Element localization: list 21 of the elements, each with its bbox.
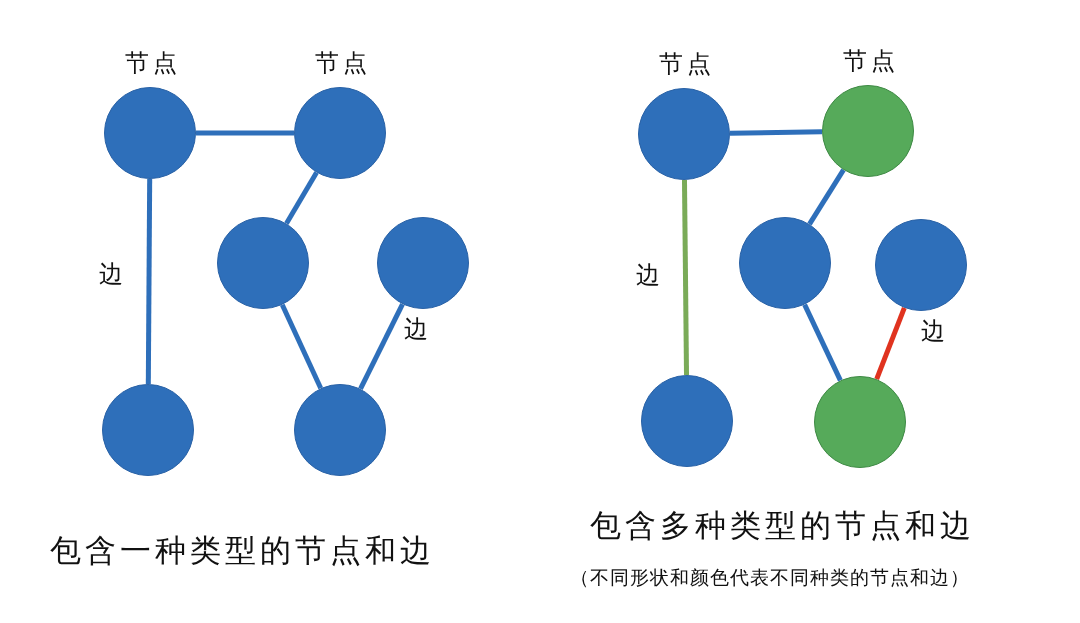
edge-line xyxy=(358,303,405,390)
edge-line xyxy=(807,168,846,226)
edge-label: 边 xyxy=(635,260,660,291)
edge-label: 边 xyxy=(99,259,123,290)
caption-note: （不同形状和颜色代表不同种类的节点和边） xyxy=(570,565,970,590)
edge-line xyxy=(682,179,689,376)
node-caption: 节点 xyxy=(659,49,715,80)
edge-line xyxy=(729,129,823,136)
edge-line xyxy=(284,171,319,225)
caption: 包含一种类型的节点和边 xyxy=(50,531,435,570)
node-caption: 节点 xyxy=(125,48,181,79)
caption: 包含多种类型的节点和边 xyxy=(590,506,975,545)
edge-line xyxy=(280,303,323,390)
node-caption: 节点 xyxy=(843,46,899,77)
edge-label: 边 xyxy=(403,313,428,345)
edge-line xyxy=(145,179,153,384)
edge-line xyxy=(802,303,843,382)
edge-line xyxy=(874,306,907,381)
edge-label: 边 xyxy=(920,315,945,347)
edge-line xyxy=(196,130,294,136)
node-caption: 节点 xyxy=(315,48,371,79)
